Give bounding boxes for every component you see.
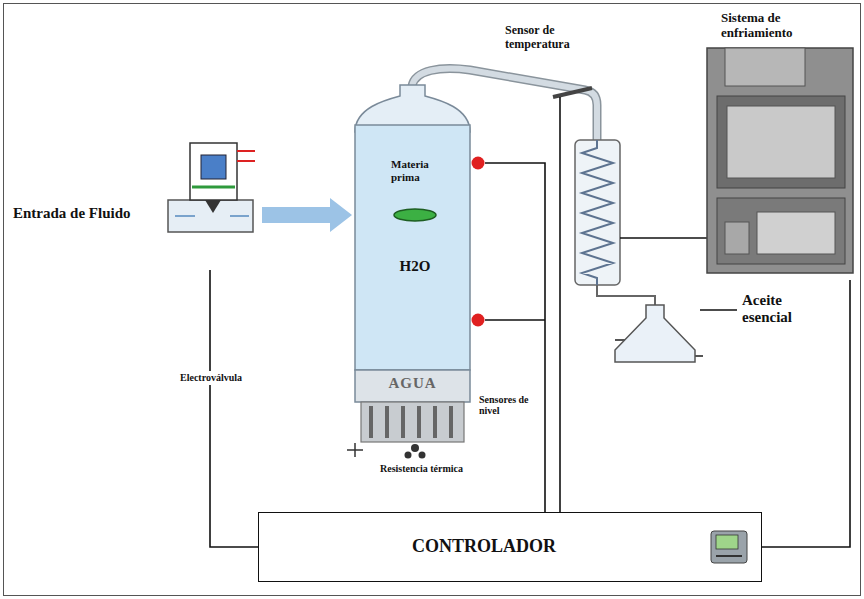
heater-fan (411, 444, 419, 452)
heater-terminal (354, 443, 356, 457)
valve-seat (192, 186, 235, 189)
condenser-coil (582, 140, 613, 285)
heater-fan (405, 452, 412, 459)
level-sensor (472, 314, 485, 327)
temperature-wire (559, 97, 561, 512)
frame (4, 4, 861, 596)
coolant-line (620, 237, 707, 239)
cabinet-body (707, 48, 853, 273)
controller-box: CONTROLADOR (258, 512, 762, 582)
heater-label: Resistencia térmica (380, 463, 463, 475)
wire-label: Electroválvula (178, 371, 242, 385)
cooling-heading: Sistema de enfriamiento (721, 11, 821, 41)
electrovalve-shape (5, 125, 260, 270)
base-rib (449, 406, 453, 438)
water-formula: H2O (391, 258, 439, 275)
leader-line (700, 309, 737, 311)
condenser-jacket (575, 140, 620, 285)
heater-fan (419, 452, 426, 459)
valve-pipe (168, 200, 253, 232)
controller-keys (716, 555, 742, 557)
fluid-inlet-arrow (262, 198, 352, 232)
valve-plunger (205, 200, 221, 213)
controller-label: CONTROLADOR (319, 536, 649, 557)
base-rib (385, 406, 389, 438)
wire (210, 270, 258, 547)
water-band-label: AGUA (355, 375, 470, 392)
raw-material (394, 209, 436, 221)
sensor-label: Sensor de temperatura (505, 24, 600, 52)
flask-tap (615, 339, 625, 341)
valve-terminal (237, 160, 255, 162)
base-rib (417, 406, 421, 438)
level-sensor (472, 157, 485, 170)
output-label: Aceite esencial (742, 292, 822, 327)
valve-body (190, 143, 237, 200)
flask-tap (695, 355, 703, 357)
base-rib (401, 406, 405, 438)
compressor-part (725, 222, 749, 254)
material-label: Materia prima (391, 158, 445, 183)
cooling-system: Sistema de enfriamiento (695, 8, 858, 280)
wire-label: Sensores de nivel (477, 393, 541, 418)
cabinet-window (727, 106, 835, 178)
wire (485, 163, 545, 512)
inlet-label: Entrada de Fluido (13, 205, 131, 222)
base-rib (369, 406, 373, 438)
controller-screen (716, 535, 738, 549)
flow-mark (175, 215, 195, 217)
cabinet-lower (717, 198, 845, 264)
level-sensor-wire (485, 319, 545, 321)
flow-mark (230, 215, 249, 217)
temperature-probe (553, 88, 592, 97)
cabinet-top (725, 48, 805, 86)
valve-terminal (237, 150, 255, 152)
outlet-pipe (597, 285, 655, 305)
electrovalve: Entrada de Fluido (5, 125, 260, 270)
collection-flask (615, 305, 695, 362)
controller-device (711, 531, 747, 563)
distillation-tank: Materia primaH2O AGUA (345, 80, 485, 460)
tank-water (355, 125, 470, 370)
cabinet-panel (717, 96, 845, 188)
compressor (757, 212, 835, 254)
water-band (355, 370, 470, 402)
valve-coil (201, 155, 226, 179)
base-rib (433, 406, 437, 438)
tank-base (361, 402, 464, 442)
cooling-system-shape (695, 8, 858, 280)
